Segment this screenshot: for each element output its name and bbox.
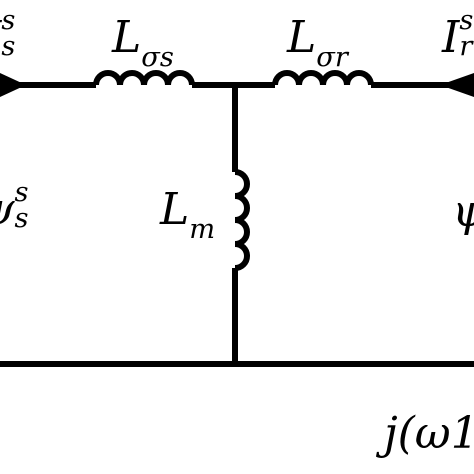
rotor-current-arrow xyxy=(440,73,474,97)
stator-current-label: Iss xyxy=(0,5,16,62)
magnetizing-inductor-coil xyxy=(234,169,250,271)
bottom-expression-label: j(ω1 xyxy=(384,408,474,459)
stator-current-arrow xyxy=(0,73,26,97)
stator-inductor-coil xyxy=(93,70,195,86)
stator-flux-label: ψss xyxy=(0,177,29,234)
rotor-leakage-inductance-label: Lσr xyxy=(287,12,348,73)
magnetizing-inductance-label: Lm xyxy=(160,184,216,245)
rotor-flux-label: ψ xyxy=(452,190,474,234)
rotor-inductor-coil xyxy=(272,70,374,86)
stator-leakage-inductance-label: Lσs xyxy=(112,12,174,73)
